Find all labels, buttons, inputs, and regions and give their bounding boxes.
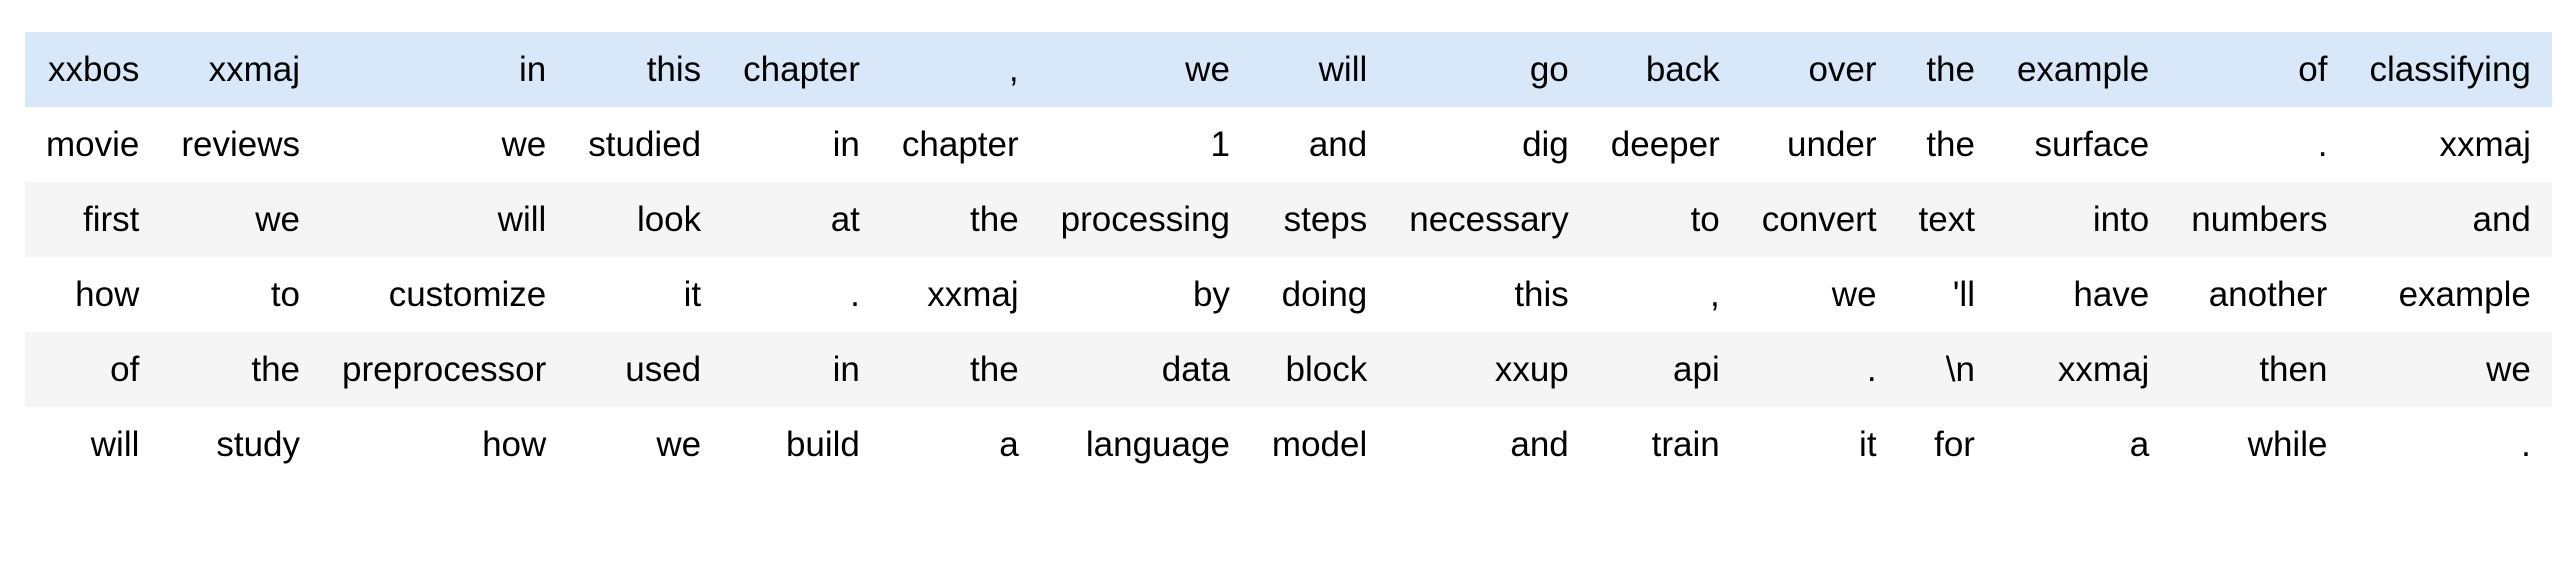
- token-cell: customize: [321, 257, 568, 332]
- token-cell: a: [880, 407, 1040, 482]
- token-cell: text: [1897, 182, 1996, 257]
- token-cell: we: [160, 182, 322, 257]
- token-cell: while: [2170, 407, 2349, 482]
- token-cell: data: [1039, 332, 1251, 407]
- token-cell: ,: [880, 32, 1040, 107]
- token-cell: will: [1250, 32, 1389, 107]
- token-cell: 1: [1039, 107, 1251, 182]
- token-cell: into: [1995, 182, 2171, 257]
- token-cell: convert: [1740, 182, 1898, 257]
- token-cell: the: [880, 332, 1040, 407]
- token-cell: .: [1740, 332, 1898, 407]
- token-cell: go: [1388, 32, 1590, 107]
- token-cell: how: [25, 257, 161, 332]
- token-cell: 'll: [1897, 257, 1996, 332]
- token-cell: to: [1589, 182, 1741, 257]
- token-cell: preprocessor: [321, 332, 568, 407]
- token-cell: how: [321, 407, 568, 482]
- token-cell: have: [1995, 257, 2171, 332]
- token-cell: model: [1250, 407, 1389, 482]
- token-cell: example: [2348, 257, 2552, 332]
- token-cell: will: [321, 182, 568, 257]
- token-cell: the: [1897, 107, 1996, 182]
- token-cell: and: [1250, 107, 1389, 182]
- token-cell: we: [1740, 257, 1898, 332]
- token-cell: in: [722, 107, 881, 182]
- token-cell: dig: [1388, 107, 1590, 182]
- token-cell: study: [160, 407, 322, 482]
- token-cell: of: [25, 332, 161, 407]
- token-cell: chapter: [880, 107, 1040, 182]
- token-cell: first: [25, 182, 161, 257]
- token-cell: chapter: [722, 32, 881, 107]
- token-cell: .: [2170, 107, 2349, 182]
- token-cell: the: [160, 332, 322, 407]
- token-cell: .: [722, 257, 881, 332]
- token-cell: steps: [1250, 182, 1389, 257]
- token-cell: the: [880, 182, 1040, 257]
- token-cell: back: [1589, 32, 1741, 107]
- token-cell: classifying: [2348, 32, 2552, 107]
- token-cell: xxbos: [25, 32, 161, 107]
- token-cell: block: [1250, 332, 1389, 407]
- token-cell: surface: [1995, 107, 2171, 182]
- token-cell: used: [567, 332, 723, 407]
- token-cell: it: [1740, 407, 1898, 482]
- token-cell: movie: [25, 107, 161, 182]
- token-cell: another: [2170, 257, 2349, 332]
- token-cell: ,: [1589, 257, 1741, 332]
- token-cell: xxmaj: [880, 257, 1040, 332]
- token-cell: xxmaj: [160, 32, 322, 107]
- token-cell: example: [1995, 32, 2171, 107]
- token-cell: xxmaj: [2348, 107, 2552, 182]
- token-cell: we: [2348, 332, 2552, 407]
- token-cell: this: [567, 32, 723, 107]
- token-cell: xxup: [1388, 332, 1590, 407]
- token-cell: will: [25, 407, 161, 482]
- token-cell: in: [321, 32, 568, 107]
- token-cell: processing: [1039, 182, 1251, 257]
- token-cell: under: [1740, 107, 1898, 182]
- token-cell: \n: [1897, 332, 1996, 407]
- token-cell: and: [2348, 182, 2552, 257]
- token-cell: reviews: [160, 107, 322, 182]
- token-cell: this: [1388, 257, 1590, 332]
- token-cell: api: [1589, 332, 1741, 407]
- token-cell: build: [722, 407, 881, 482]
- token-cell: we: [1039, 32, 1251, 107]
- token-cell: we: [321, 107, 568, 182]
- token-cell: for: [1897, 407, 1996, 482]
- token-cell: .: [2348, 407, 2552, 482]
- token-cell: in: [722, 332, 881, 407]
- token-cell: a: [1995, 407, 2171, 482]
- token-cell: the: [1897, 32, 1996, 107]
- token-cell: then: [2170, 332, 2349, 407]
- token-cell: studied: [567, 107, 723, 182]
- token-cell: train: [1589, 407, 1741, 482]
- token-cell: necessary: [1388, 182, 1590, 257]
- token-cell: over: [1740, 32, 1898, 107]
- token-cell: numbers: [2170, 182, 2349, 257]
- token-cell: and: [1388, 407, 1590, 482]
- token-cell: deeper: [1589, 107, 1741, 182]
- token-cell: by: [1039, 257, 1251, 332]
- token-cell: at: [722, 182, 881, 257]
- token-cell: of: [2170, 32, 2349, 107]
- token-cell: look: [567, 182, 723, 257]
- token-cell: to: [160, 257, 322, 332]
- token-cell: it: [567, 257, 723, 332]
- token-cell: language: [1039, 407, 1251, 482]
- token-cell: we: [567, 407, 723, 482]
- token-cell: xxmaj: [1995, 332, 2171, 407]
- token-cell: doing: [1250, 257, 1389, 332]
